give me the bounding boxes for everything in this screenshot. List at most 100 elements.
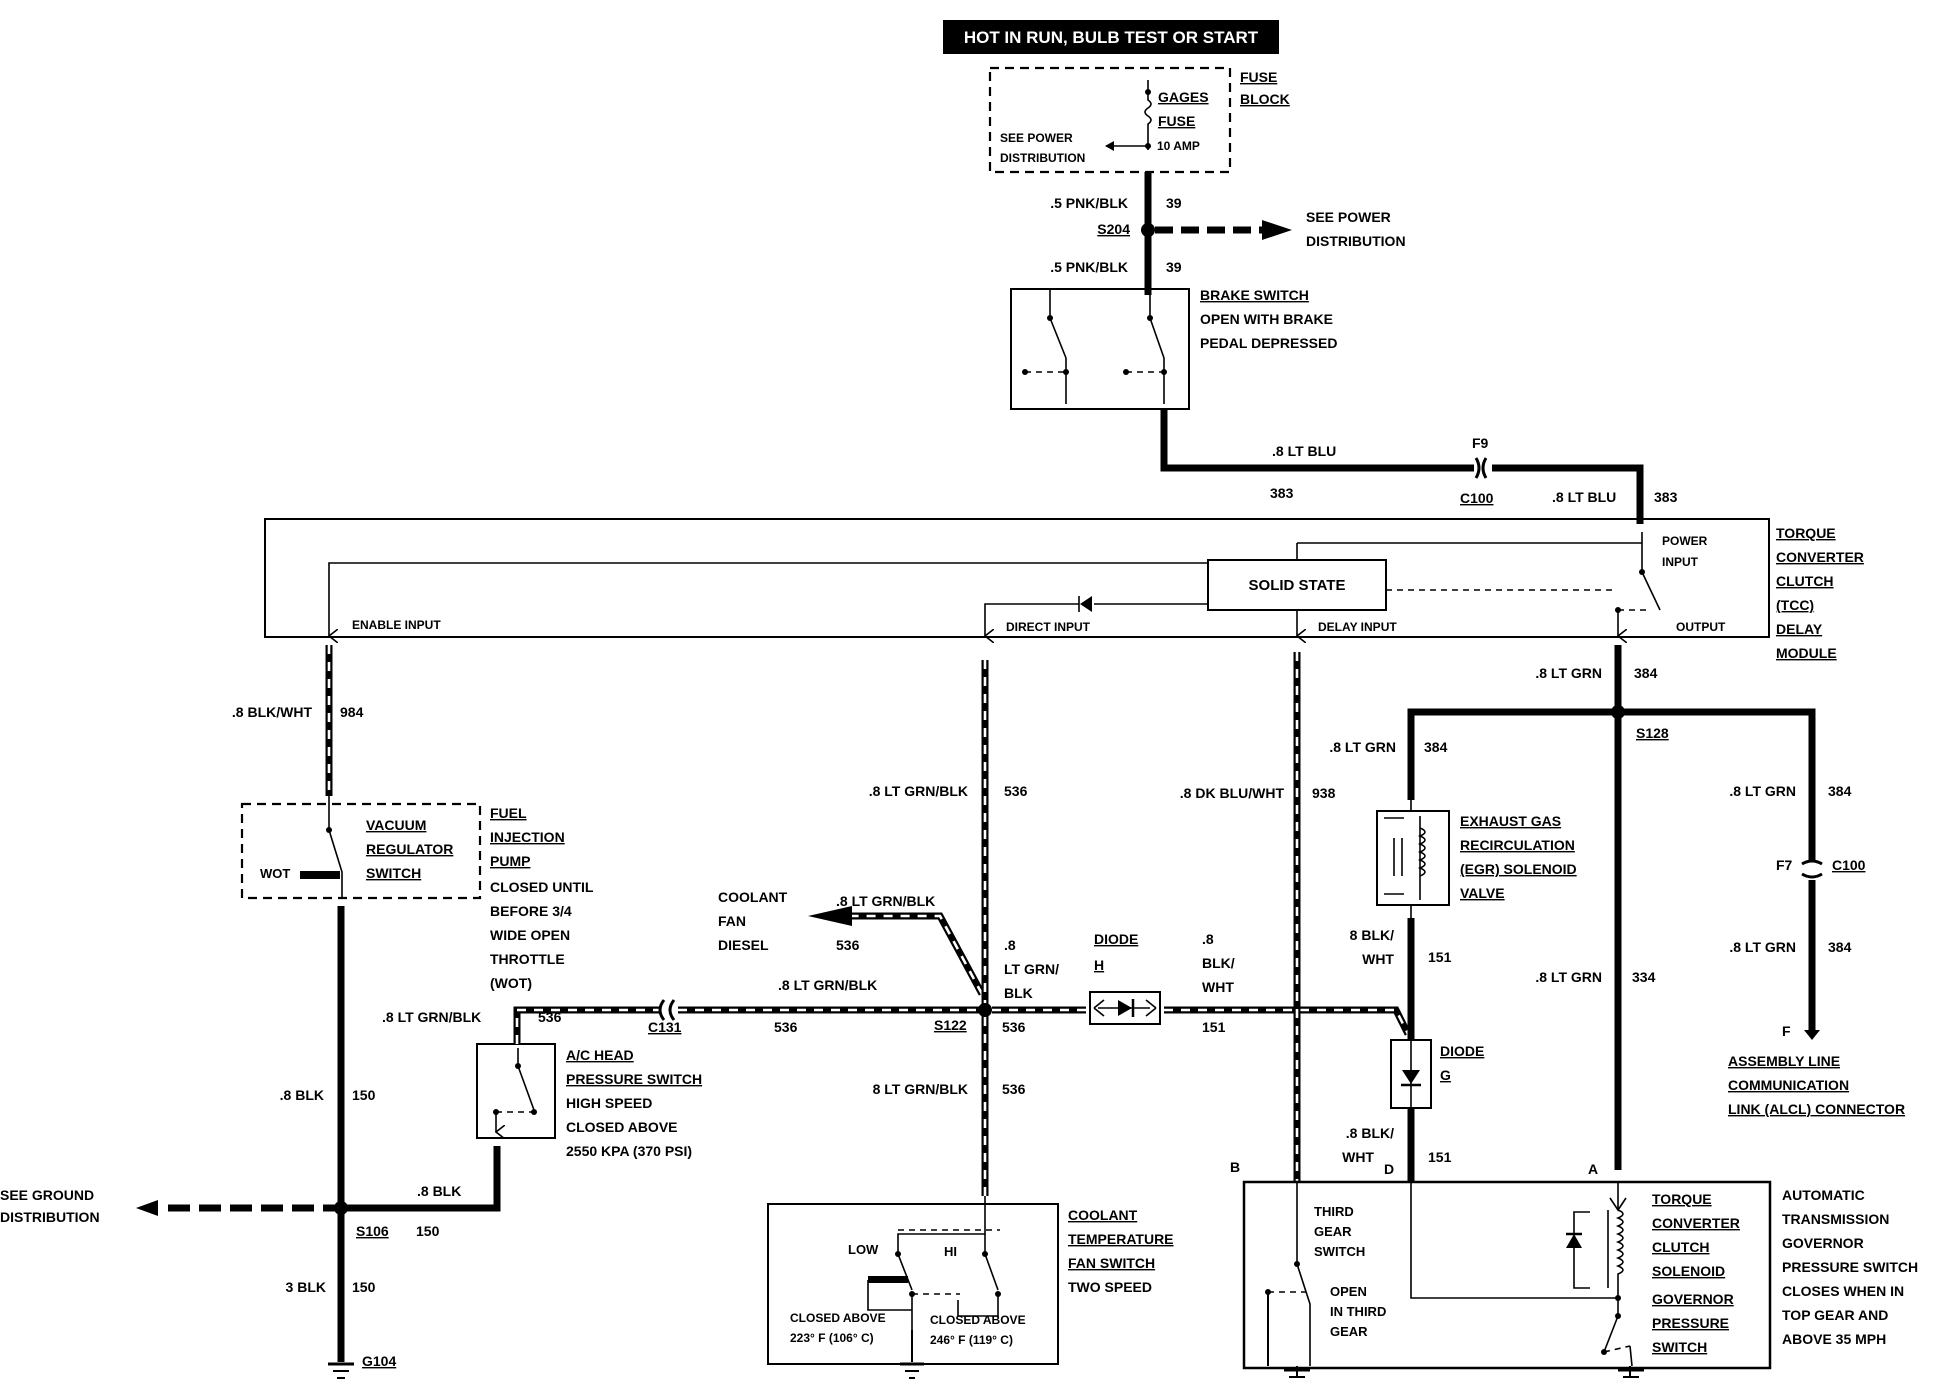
label-center-mid-2: LT GRN/ — [1004, 961, 1059, 977]
label-left-branch-w150b-num: 150 — [416, 1223, 440, 1239]
gages-fuse-symbol — [1144, 80, 1152, 150]
label-right-branch-egr-out-2: WHT — [1362, 951, 1394, 967]
label-center-mid-1: .8 — [1004, 937, 1016, 953]
label-tcc-module-power-input-1: POWER — [1662, 534, 1708, 548]
label-transmission-auto-1: AUTOMATIC — [1782, 1187, 1865, 1203]
label-left-branch-vac-1: VACUUM — [366, 817, 426, 833]
gages-fuse-label-2: FUSE — [1158, 113, 1195, 129]
label-right-branch-alcl-wire2-num: 384 — [1828, 939, 1852, 955]
label-center-h-num: 536 — [774, 1019, 798, 1035]
fuse-block-title-2: BLOCK — [1240, 91, 1290, 107]
label-right-branch-egr-1: EXHAUST GAS — [1460, 813, 1561, 829]
label-tcc-module-power-input-2: INPUT — [1662, 555, 1699, 569]
label-coolant-switch-closed-low-1: CLOSED ABOVE — [790, 1311, 886, 1325]
label-ac-switch-l2: PRESSURE SWITCH — [566, 1071, 702, 1087]
power-header-box — [943, 20, 1279, 54]
label-center-coolant-1: COOLANT — [718, 889, 788, 905]
label-transmission-gov-3: SWITCH — [1652, 1339, 1707, 1355]
splice-s106 — [334, 1201, 348, 1215]
splice-s204 — [1141, 223, 1155, 237]
label-diode-h-l2: H — [1094, 957, 1104, 973]
label-right-branch-alcl-wire-num: 384 — [1828, 783, 1852, 799]
label-center-diesel-num: 536 — [836, 937, 860, 953]
label-left-branch-closed-4: THROTTLE — [490, 951, 565, 967]
label-transmission-auto-3: GOVERNOR — [1782, 1235, 1864, 1251]
label-transmission-gov-1: GOVERNOR — [1652, 1291, 1734, 1307]
label-blu-wire-num1: 383 — [1270, 485, 1294, 501]
label-top-wires-w1-num: 39 — [1166, 195, 1182, 211]
label-right-branch-below-g-1: .8 BLK/ — [1346, 1125, 1394, 1141]
label-center-h-label: .8 LT GRN/BLK — [778, 977, 877, 993]
label-left-branch-closed-2: BEFORE 3/4 — [490, 903, 572, 919]
label-left-branch-w150-label: .8 BLK — [280, 1087, 324, 1103]
label-right-branch-alcl-2: COMMUNICATION — [1728, 1077, 1849, 1093]
label-tcc-module-title-3: (TCC) — [1776, 597, 1814, 613]
label-coolant-switch-closed-hi-2: 246° F (119° C) — [930, 1333, 1013, 1347]
label-right-branch-egr-wire-num: 384 — [1424, 739, 1448, 755]
connector-c131 — [658, 999, 676, 1021]
label-transmission-auto-2: TRANSMISSION — [1782, 1211, 1889, 1227]
label-transmission-auto-5: CLOSES WHEN IN — [1782, 1283, 1904, 1299]
label-left-branch-w150-num: 150 — [352, 1087, 376, 1103]
label-coolant-switch-closed-hi-1: CLOSED ABOVE — [930, 1313, 1026, 1327]
label-blk-wht-l2: BLK/ — [1202, 955, 1235, 971]
label-center-diesel-label: .8 LT GRN/BLK — [836, 893, 935, 909]
label-transmission-tcc-3: CLUTCH — [1652, 1239, 1710, 1255]
label-left-branch-closed-1: CLOSED UNTIL — [490, 879, 594, 895]
diode-h — [1089, 991, 1161, 1025]
label-left-branch-fuel-2: INJECTION — [490, 829, 565, 845]
label-right-branch-f: F — [1782, 1023, 1791, 1039]
label-transmission-auto-4: PRESSURE SWITCH — [1782, 1259, 1918, 1275]
label-transmission-third-1: THIRD — [1314, 1204, 1354, 1219]
fuse-rating: 10 AMP — [1157, 139, 1200, 153]
label-left-branch-wot: WOT — [260, 866, 290, 881]
label-coolant-switch-t3: FAN SWITCH — [1068, 1255, 1155, 1271]
label-top-wires-see-power-1: SEE POWER — [1306, 209, 1391, 225]
label-coolant-switch-t4: TWO SPEED — [1068, 1279, 1152, 1295]
label-right-branch-out-label: .8 LT GRN — [1535, 665, 1602, 681]
label-center-coolant-3: DIESEL — [718, 937, 769, 953]
label-transmission-open-3: GEAR — [1330, 1324, 1368, 1339]
label-left-branch-fuel-1: FUEL — [490, 805, 527, 821]
tcc-delay-module — [264, 518, 1770, 638]
label-tcc-module-delay-input: DELAY INPUT — [1318, 620, 1397, 634]
label-top-wires-splice: S204 — [1097, 221, 1130, 237]
label-left-branch-closed-5: (WOT) — [490, 975, 532, 991]
label-top-wires-w2-num: 39 — [1166, 259, 1182, 275]
label-transmission-auto-7: ABOVE 35 MPH — [1782, 1331, 1886, 1347]
label-blu-wire-conn: F9 — [1472, 435, 1489, 451]
coolant-fan-diesel-arrow — [808, 906, 852, 926]
label-tcc-module-direct-input: DIRECT INPUT — [1006, 620, 1091, 634]
label-right-branch-f7: F7 — [1776, 857, 1793, 873]
label-right-branch-tcc-wire-label: .8 LT GRN — [1535, 969, 1602, 985]
label-tcc-module-enable-input: ENABLE INPUT — [352, 618, 441, 632]
label-right-branch-egr-2: RECIRCULATION — [1460, 837, 1575, 853]
brake-switch-box — [1010, 288, 1190, 410]
label-transmission-b: B — [1230, 1159, 1240, 1175]
label-brake-switch-l3: PEDAL DEPRESSED — [1200, 335, 1337, 351]
label-right-branch-tcc-wire-num: 334 — [1632, 969, 1656, 985]
fuse-block-title-1: FUSE — [1240, 69, 1277, 85]
connector-c100-f7 — [1801, 859, 1823, 879]
label-center-v-num: 536 — [1004, 783, 1028, 799]
ac-pressure-switch-box — [476, 1043, 556, 1139]
label-coolant-switch-low: LOW — [848, 1242, 879, 1257]
label-coolant-switch-t1: COOLANT — [1068, 1207, 1138, 1223]
label-ac-switch-l3: HIGH SPEED — [566, 1095, 652, 1111]
label-transmission-third-3: SWITCH — [1314, 1244, 1365, 1259]
label-right-branch-egr-wire-label: .8 LT GRN — [1329, 739, 1396, 755]
label-transmission-open-2: IN THIRD — [1330, 1304, 1386, 1319]
label-ac-switch-l5: 2550 KPA (370 PSI) — [566, 1143, 692, 1159]
label-transmission-d: D — [1384, 1161, 1394, 1177]
label-left-branch-s106: S106 — [356, 1223, 389, 1239]
see-ground-arrow — [136, 1200, 158, 1216]
label-right-branch-out-num: 384 — [1634, 665, 1658, 681]
label-tcc-module-title-2: CLUTCH — [1776, 573, 1834, 589]
label-right-branch-alcl-wire2-label: .8 LT GRN — [1729, 939, 1796, 955]
label-ac-switch-wire-label: .8 LT GRN/BLK — [382, 1009, 481, 1025]
label-left-branch-closed-3: WIDE OPEN — [490, 927, 570, 943]
label-diode-h-l1: DIODE — [1094, 931, 1138, 947]
label-blk-wht-num: 151 — [1202, 1019, 1226, 1035]
label-transmission-gov-2: PRESSURE — [1652, 1315, 1729, 1331]
power-header-label: HOT IN RUN, BULB TEST OR START — [964, 28, 1259, 47]
